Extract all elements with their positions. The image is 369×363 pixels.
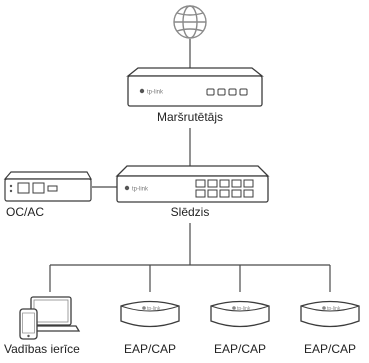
router-icon: tp-link	[126, 67, 264, 107]
ap3-brand-text: tp-link	[327, 306, 341, 312]
globe-icon	[173, 5, 207, 39]
controller-icon	[3, 171, 93, 202]
connection-lines	[49, 39, 331, 292]
router-label: Maršrutētājs	[156, 110, 224, 124]
controller-label: OC/AC	[6, 205, 45, 219]
switch-brand-text: tp-link	[132, 187, 149, 193]
ap1-brand-text: tp-link	[147, 306, 161, 312]
management-device-label: Vadības ierīce	[4, 342, 80, 356]
ap3-label: EAP/CAP	[303, 342, 357, 356]
access-point-icon: tp-link	[210, 300, 270, 328]
switch-icon: tp-link	[115, 165, 270, 203]
ap2-label: EAP/CAP	[213, 342, 267, 356]
laptop-phone-icon	[19, 296, 81, 340]
switch-label: Slēdzis	[170, 205, 210, 219]
ap2-brand-text: tp-link	[237, 306, 251, 312]
ap1-label: EAP/CAP	[123, 342, 177, 356]
access-point-icon: tp-link	[120, 300, 180, 328]
router-brand-text: tp-link	[147, 90, 164, 96]
access-point-icon: tp-link	[300, 300, 360, 328]
